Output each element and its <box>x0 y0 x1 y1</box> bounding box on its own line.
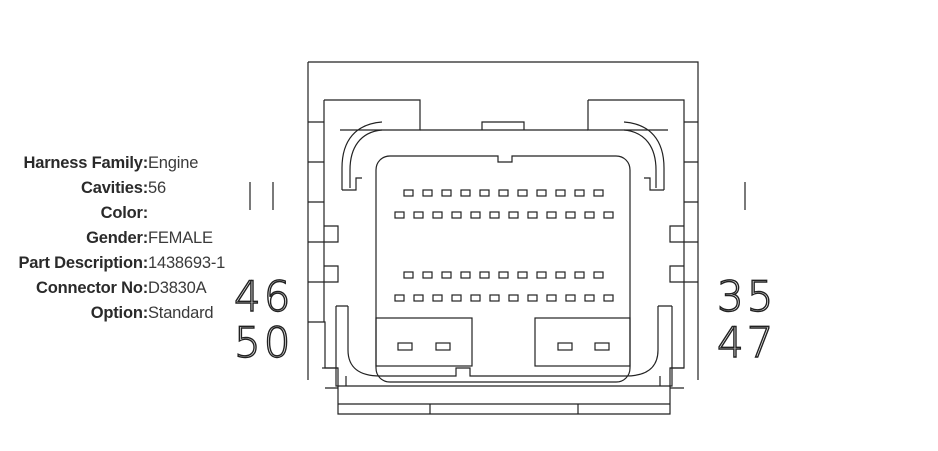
signal-pin <box>394 211 405 219</box>
signal-pin <box>536 271 547 279</box>
signal-pin <box>546 294 557 302</box>
signal-pin <box>432 211 443 219</box>
option-value: Standard <box>148 304 214 322</box>
signal-pin <box>403 189 414 197</box>
signal-pin <box>517 271 528 279</box>
signal-pin <box>565 211 576 219</box>
signal-pin <box>584 294 595 302</box>
signal-pin <box>584 211 595 219</box>
signal-pin <box>508 211 519 219</box>
signal-pin <box>527 294 538 302</box>
signal-pin <box>517 189 528 197</box>
part-description-label: Part Description: <box>18 254 148 272</box>
signal-pin <box>479 189 490 197</box>
signal-pin <box>422 189 433 197</box>
gender-label: Gender: <box>86 229 148 247</box>
large-cavity-blocks <box>375 317 631 367</box>
pin-label-top-right: 35 <box>717 272 776 321</box>
signal-pin <box>441 189 452 197</box>
signal-pin <box>441 271 452 279</box>
info-row-harness-family: Harness Family: Engine <box>0 152 240 174</box>
large-pin <box>594 342 610 351</box>
info-row-connector-no: Connector No: D3830A <box>0 277 240 299</box>
large-cavity-block-right <box>534 317 631 367</box>
signal-pin <box>508 294 519 302</box>
large-cavity-block-left <box>375 317 473 367</box>
signal-pin <box>451 211 462 219</box>
signal-pin-grid <box>394 189 614 302</box>
signal-pin <box>555 271 566 279</box>
large-pin <box>435 342 451 351</box>
color-label: Color: <box>100 204 149 222</box>
signal-pin <box>498 271 509 279</box>
cavity-outline <box>335 155 673 387</box>
cavities-value: 56 <box>148 179 166 197</box>
signal-pin <box>470 294 481 302</box>
info-row-cavities: Cavities: 56 <box>0 177 240 199</box>
large-pin <box>397 342 413 351</box>
gender-value: FEMALE <box>148 229 213 247</box>
option-label: Option: <box>90 304 148 322</box>
signal-pin <box>593 271 604 279</box>
signal-pin <box>603 211 614 219</box>
orientation-marks <box>249 182 746 210</box>
large-pin <box>557 342 573 351</box>
info-row-color: Color: <box>0 202 240 224</box>
pin-label-bottom-right: 47 <box>717 318 776 367</box>
harness-family-value: Engine <box>148 154 199 172</box>
signal-pin <box>432 294 443 302</box>
info-row-part-description: Part Description: 1438693-1 <box>0 252 240 274</box>
signal-pin <box>565 294 576 302</box>
signal-pin <box>603 294 614 302</box>
signal-pin <box>527 211 538 219</box>
info-row-gender: Gender: FEMALE <box>0 227 240 249</box>
signal-pin <box>479 271 490 279</box>
signal-pin <box>451 294 462 302</box>
signal-pin <box>498 189 509 197</box>
signal-pin <box>460 271 471 279</box>
signal-pin <box>574 189 585 197</box>
signal-pin <box>470 211 481 219</box>
connector-housing <box>307 61 699 415</box>
signal-pin <box>413 211 424 219</box>
signal-pin <box>460 189 471 197</box>
signal-pin <box>536 189 547 197</box>
connector-no-label: Connector No: <box>36 279 148 297</box>
signal-pin <box>403 271 414 279</box>
signal-pin <box>489 294 500 302</box>
part-description-value: 1438693-1 <box>148 254 226 272</box>
signal-pin <box>489 211 500 219</box>
signal-pin <box>394 294 405 302</box>
signal-pin <box>546 211 557 219</box>
connector-no-value: D3830A <box>148 279 207 297</box>
signal-pin <box>555 189 566 197</box>
latch-shroud <box>341 121 665 191</box>
pin-label-top-left: 46 <box>234 272 293 321</box>
harness-family-label: Harness Family: <box>23 154 149 172</box>
signal-pin <box>593 189 604 197</box>
cavities-label: Cavities: <box>81 179 148 197</box>
signal-pin <box>413 294 424 302</box>
info-row-option: Option: Standard <box>0 302 240 324</box>
pin-label-bottom-left: 50 <box>234 318 293 367</box>
signal-pin <box>574 271 585 279</box>
signal-pin <box>422 271 433 279</box>
